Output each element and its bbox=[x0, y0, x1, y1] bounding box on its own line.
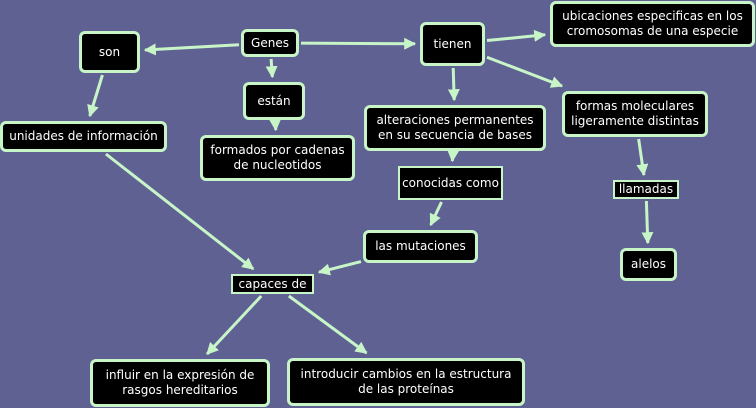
node-mutaciones[interactable]: las mutaciones bbox=[363, 230, 478, 263]
connector-son-to-unidades bbox=[87, 74, 104, 118]
node-alteraciones[interactable]: alteraciones permanentes en su secuencia… bbox=[364, 105, 546, 151]
connector-llamadas-to-alelos bbox=[641, 200, 654, 245]
node-son[interactable]: son bbox=[79, 31, 140, 73]
connector-genes-to-estan bbox=[265, 58, 278, 79]
node-formados[interactable]: formados por cadenas de nucleotidos bbox=[200, 135, 355, 181]
connector-alteraciones-to-conocidas bbox=[447, 149, 460, 163]
connector-capaces-to-introducir bbox=[287, 294, 368, 355]
node-ubicaciones[interactable]: ubicaciones especificas en los cromosoma… bbox=[550, 1, 755, 47]
connector-unidades-to-capaces bbox=[105, 152, 255, 271]
connector-mutaciones-to-capaces bbox=[317, 260, 362, 276]
connector-genes-to-tienen bbox=[300, 37, 417, 50]
node-estan[interactable]: están bbox=[243, 82, 305, 120]
node-unidades[interactable]: unidades de información bbox=[0, 121, 167, 152]
node-conocidas-como[interactable]: conocidas como bbox=[398, 166, 503, 200]
node-influir[interactable]: influir en la expresión de rasgos heredi… bbox=[90, 359, 270, 407]
node-tienen[interactable]: tienen bbox=[420, 22, 485, 66]
node-alelos[interactable]: alelos bbox=[620, 248, 677, 281]
node-genes[interactable]: Genes bbox=[241, 29, 299, 57]
connector-tienen-to-formas bbox=[486, 55, 564, 88]
connector-tienen-to-ubicaciones bbox=[486, 29, 547, 43]
node-introducir[interactable]: introducir cambios en la estructura de l… bbox=[287, 358, 525, 406]
connector-genes-to-son bbox=[143, 43, 240, 56]
connector-tienen-to-alteraciones bbox=[447, 67, 460, 102]
connector-capaces-to-influir bbox=[205, 294, 263, 356]
connector-formas-to-llamadas bbox=[636, 138, 649, 177]
node-llamadas[interactable]: llamadas bbox=[613, 180, 679, 199]
connector-conocidas-to-mutaciones bbox=[429, 201, 443, 227]
node-capaces-de[interactable]: capaces de bbox=[231, 274, 314, 294]
node-formas[interactable]: formas moleculares ligeramente distintas bbox=[562, 91, 708, 137]
